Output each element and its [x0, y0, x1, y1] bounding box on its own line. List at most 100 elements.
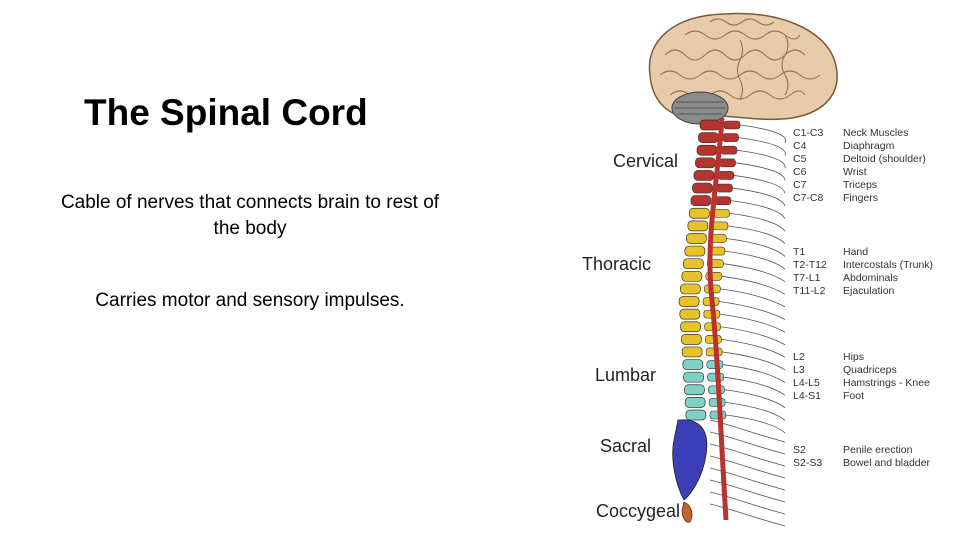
segment-level: T7-L1: [793, 272, 821, 284]
region-label-sacral: Sacral: [600, 436, 651, 456]
nerve-root: [725, 414, 786, 434]
segment-function: Quadriceps: [843, 364, 897, 376]
segment-level: C7-C8: [793, 192, 824, 204]
vertebra: [679, 308, 701, 320]
vertebra: [698, 132, 719, 143]
nerve-root: [729, 212, 786, 232]
nerve-root: [722, 351, 786, 371]
nerve-root: [724, 250, 786, 270]
segment-level: C1-C3: [793, 127, 824, 139]
nerve-root: [719, 301, 786, 320]
segment-level: T2-T12: [793, 259, 827, 271]
segment-level: S2: [793, 444, 806, 456]
vertebra-process: [711, 221, 729, 231]
nerve-root: [709, 503, 786, 527]
vertebra: [690, 195, 712, 207]
segment-function: Foot: [843, 390, 864, 402]
segment-level: C6: [793, 166, 807, 178]
vertebra: [683, 371, 704, 383]
vertebra: [692, 182, 713, 194]
vertebra: [699, 119, 721, 131]
nerve-root: [709, 479, 786, 503]
bullet-impulses: Carries motor and sensory impulses.: [95, 290, 405, 311]
nerve-root: [724, 389, 786, 409]
region-label-cervical: Cervical: [613, 151, 678, 171]
vertebra: [680, 321, 701, 333]
vertebra: [689, 207, 710, 219]
nerve-root: [719, 313, 786, 333]
vertebra-process: [719, 158, 736, 168]
nerve-root-illustration: [709, 124, 787, 527]
nerve-root: [723, 263, 786, 283]
nerve-root: [738, 137, 786, 156]
nerve-root: [709, 419, 786, 443]
nerve-root: [722, 364, 786, 383]
vertebra-illustration: [672, 119, 741, 523]
segment-level: T1: [793, 246, 805, 258]
slide-title: The Spinal Cord: [84, 92, 368, 133]
vertebra: [682, 359, 704, 370]
vertebra: [681, 333, 702, 345]
nerve-root: [709, 443, 786, 467]
vertebra: [684, 397, 706, 408]
segment-level: L4-L5: [793, 377, 820, 389]
segment-level: L4-S1: [793, 390, 821, 402]
vertebra: [685, 409, 707, 421]
segment-level: L2: [793, 351, 805, 363]
nerve-root: [739, 124, 787, 144]
region-label-thoracic: Thoracic: [582, 254, 651, 274]
segment-function: Ejaculation: [843, 285, 895, 297]
vertebra: [684, 245, 706, 257]
vertebra-process: [720, 145, 738, 155]
nerve-root: [720, 326, 786, 346]
segment-function: Hips: [843, 351, 864, 363]
spinal-cord-diagram: Cervical Thoracic Lumbar Sacral Coccygea…: [582, 12, 933, 527]
segment-function: Wrist: [843, 166, 867, 178]
nerve-root: [727, 225, 786, 245]
segment-function: Bowel and bladder: [843, 457, 930, 469]
vertebra: [681, 346, 703, 358]
vertebra: [679, 283, 701, 295]
nerve-root: [725, 401, 786, 421]
vertebra: [693, 170, 715, 181]
segment-function: Penile erection: [843, 444, 913, 456]
segment-function: Neck Muscles: [843, 127, 908, 139]
vertebra: [696, 144, 718, 156]
vertebra-process: [723, 120, 741, 130]
coccyx: [681, 501, 693, 523]
region-label-lumbar: Lumbar: [595, 365, 656, 385]
vertebra-process: [713, 208, 730, 218]
vertebra: [687, 220, 709, 232]
vertebra-process: [716, 183, 733, 193]
vertebra-process: [717, 171, 735, 180]
nerve-root: [709, 431, 786, 455]
region-label-coccygeal: Coccygeal: [596, 501, 680, 521]
segment-level: C4: [793, 140, 807, 152]
nerve-root: [721, 338, 786, 358]
nerve-root: [709, 455, 786, 479]
vertebra-process: [722, 133, 739, 142]
segment-function: Triceps: [843, 179, 877, 191]
nerve-root: [723, 376, 786, 396]
nerve-root: [709, 491, 786, 515]
nerve-root: [721, 275, 786, 295]
segment-level: C5: [793, 153, 807, 165]
spinal-cord-illustration: [707, 117, 729, 521]
segment-function: Hand: [843, 246, 868, 258]
vertebra: [686, 233, 707, 244]
segment-function: Deltoid (shoulder): [843, 153, 926, 165]
segment-function: Hamstrings - Knee: [843, 377, 930, 389]
nerve-root: [736, 149, 786, 169]
nerve-root: [709, 467, 786, 491]
nerve-root: [735, 162, 786, 181]
segment-function: Abdominals: [843, 272, 898, 284]
nerve-root: [730, 200, 786, 219]
segment-function-column: Neck Muscles Diaphragm Deltoid (shoulder…: [843, 127, 933, 469]
nerve-root: [732, 187, 786, 207]
vertebra: [695, 157, 716, 169]
segment-level: S2-S3: [793, 457, 822, 469]
nerve-root: [720, 288, 786, 308]
vertebra: [683, 258, 704, 270]
bullet-description: Cable of nerves that connects brain to r…: [60, 192, 440, 239]
vertebra: [678, 296, 700, 307]
